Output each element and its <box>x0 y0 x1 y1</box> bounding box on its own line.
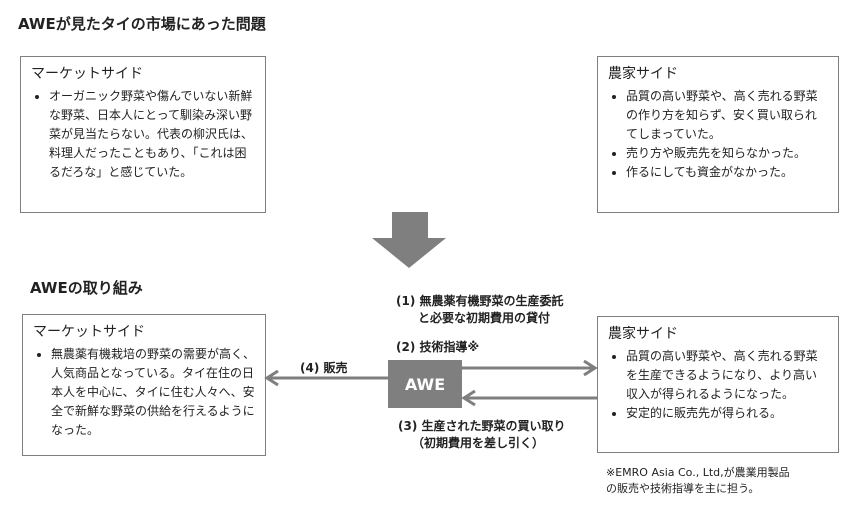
footnote-line2: の販売や技術指導を主に担う。 <box>606 482 760 495</box>
box-heading: マーケットサイド <box>33 324 145 340</box>
problem-market-box: マーケットサイド オーガニック野菜や傷んでいない新鮮な野菜、日本人にとって馴染み… <box>20 56 266 213</box>
result-market-box: マーケットサイド 無農薬有機栽培の野菜の需要が高く、人気商品となっている。タイ在… <box>22 314 266 456</box>
step1-line1: (1) 無農薬有機野菜の生産委託 <box>396 294 564 308</box>
list-item: 品質の高い野菜や、高く売れる野菜を生産できるようになり、より高い収入が得られるよ… <box>626 347 828 404</box>
step2-label: (2) 技術指導※ <box>396 340 480 354</box>
step3-label: (3) 生産された野菜の買い取り （初期費用を差し引く） <box>398 418 566 452</box>
step3-line1: (3) 生産された野菜の買い取り <box>398 419 566 433</box>
footnote: ※EMRO Asia Co., Ltd,が農業用製品 の販売や技術指導を主に担う… <box>606 465 790 497</box>
list-item: 安定的に販売先が得られる。 <box>626 404 828 423</box>
box-heading: マーケットサイド <box>31 66 143 82</box>
list-item: 無農薬有機栽培の野菜の需要が高く、人気商品となっている。タイ在住の日本人を中心に… <box>51 345 255 440</box>
step1-line2: と必要な初期費用の貸付 <box>418 311 551 325</box>
box-heading: 農家サイド <box>608 66 678 82</box>
arrow-to-market <box>264 369 388 387</box>
section-title-problems: AWEが見たタイの市場にあった問題 <box>18 15 266 33</box>
footnote-line1: ※EMRO Asia Co., Ltd,が農業用製品 <box>606 466 790 479</box>
list-item: 品質の高い野菜や、高く売れる野菜の作り方を知らず、安く買い取られてしまっていた。 <box>626 87 828 144</box>
box-heading: 農家サイド <box>608 326 678 342</box>
step3-line2: （初期費用を差し引く） <box>412 436 545 450</box>
problem-farmer-box: 農家サイド 品質の高い野菜や、高く売れる野菜の作り方を知らず、安く買い取られてし… <box>597 56 839 213</box>
step1-label: (1) 無農薬有機野菜の生産委託 と必要な初期費用の貸付 <box>396 293 564 327</box>
result-farmer-box: 農家サイド 品質の高い野菜や、高く売れる野菜を生産できるようになり、より高い収入… <box>597 316 839 453</box>
down-arrow-icon <box>372 212 446 268</box>
step4-label: (4) 販売 <box>300 361 348 375</box>
list-item: 売り方や販売先を知らなかった。 <box>626 144 828 163</box>
section-title-initiatives: AWEの取り組み <box>30 279 143 297</box>
arrow-to-farmer <box>462 359 598 377</box>
list-item: 作るにしても資金がなかった。 <box>626 163 828 182</box>
arrow-to-awe <box>461 389 597 407</box>
list-item: オーガニック野菜や傷んでいない新鮮な野菜、日本人にとって馴染み深い野菜が見当たら… <box>49 87 255 182</box>
awe-node: AWE <box>388 360 462 408</box>
